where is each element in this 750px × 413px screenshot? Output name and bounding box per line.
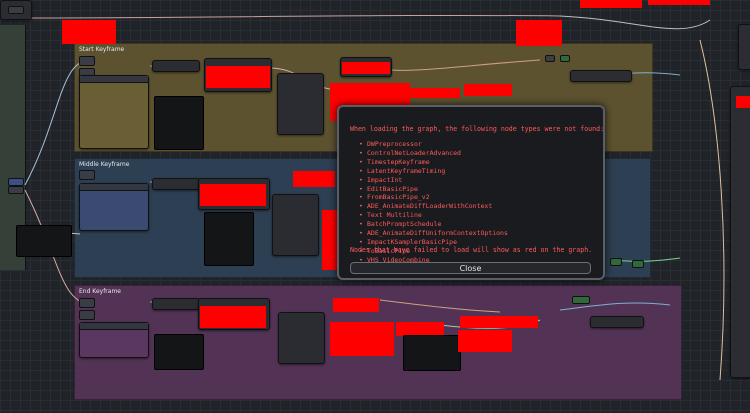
int-node[interactable] [79, 298, 95, 308]
missing-node-type: ADE_AnimateDiffUniformContextOptions [359, 229, 508, 238]
upscale-image-node[interactable] [152, 60, 200, 72]
note-node[interactable] [154, 334, 204, 370]
missing-node[interactable] [200, 306, 266, 328]
missing-node-type: ImpactKSamplerBasicPipe [359, 238, 508, 247]
apply-controlnet-node[interactable] [570, 70, 632, 82]
load-image-node[interactable] [79, 183, 149, 231]
missing-node[interactable] [206, 66, 270, 88]
int-node[interactable] [79, 56, 95, 66]
note-node[interactable] [403, 335, 461, 371]
missing-node[interactable] [293, 171, 335, 187]
missing-node[interactable] [330, 322, 394, 356]
note-node[interactable] [16, 225, 72, 257]
preview-image-node[interactable] [277, 73, 324, 135]
missing-node[interactable] [464, 84, 512, 96]
reroute[interactable] [632, 260, 644, 268]
preview-image-node[interactable] [272, 194, 319, 256]
group-title: Middle Keyframe [79, 161, 130, 168]
missing-node-type: ControlNetLoaderAdvanced [359, 149, 508, 158]
missing-node[interactable] [333, 298, 379, 312]
dialog-footer: Nodes that have failed to load will show… [350, 246, 593, 254]
reroute[interactable] [545, 55, 555, 62]
preview-image-node[interactable] [278, 312, 325, 364]
right-node[interactable] [738, 24, 750, 70]
close-button[interactable]: Close [350, 262, 591, 274]
missing-node-type: FromBasicPipe_v2 [359, 193, 508, 202]
reroute[interactable] [610, 258, 622, 266]
missing-nodes-dialog: When loading the graph, the following no… [337, 105, 605, 280]
missing-node[interactable] [200, 184, 266, 206]
missing-node-type: DWPreprocessor [359, 140, 508, 149]
int-node[interactable] [79, 170, 95, 180]
missing-node-list: DWPreprocessor ControlNetLoaderAdvanced … [359, 140, 508, 265]
missing-node[interactable] [648, 0, 710, 5]
missing-node[interactable] [410, 88, 460, 98]
reroute[interactable] [560, 55, 570, 62]
missing-node-type: ToBasicPipe [359, 247, 508, 256]
missing-node-type: TimestepKeyframe [359, 158, 508, 167]
note-node[interactable] [154, 96, 204, 150]
apply-controlnet-node[interactable] [590, 316, 644, 328]
reroute[interactable] [572, 296, 590, 304]
missing-node[interactable] [516, 20, 562, 46]
reroute[interactable] [8, 6, 24, 14]
missing-node[interactable] [458, 330, 512, 352]
missing-node-type: BatchPromptSchedule [359, 220, 508, 229]
note-node[interactable] [204, 212, 254, 266]
missing-node-type: VHS_VideoCombine [359, 256, 508, 265]
load-image-node[interactable] [79, 75, 149, 149]
missing-node[interactable] [460, 316, 538, 328]
missing-node[interactable] [396, 322, 444, 336]
group-title: Start Keyframe [79, 46, 125, 53]
upscale-image-node[interactable] [152, 298, 200, 310]
reroute[interactable] [8, 186, 24, 194]
missing-node[interactable] [62, 20, 116, 44]
dialog-heading: When loading the graph, the following no… [350, 125, 605, 133]
upscale-image-node[interactable] [152, 178, 200, 190]
missing-node-type: EditBasicPipe [359, 185, 508, 194]
right-node[interactable] [730, 86, 750, 378]
missing-node-type: LatentKeyframeTiming [359, 167, 508, 176]
missing-node-type: ImpactInt [359, 176, 508, 185]
missing-node[interactable] [322, 210, 338, 270]
missing-node[interactable] [736, 96, 750, 108]
group-title: End Keyframe [79, 288, 121, 295]
load-image-node[interactable] [79, 322, 149, 358]
missing-node-type: ADE_AnimateDiffLoaderWithContext [359, 202, 508, 211]
int-node[interactable] [79, 310, 95, 320]
missing-node[interactable] [580, 0, 642, 8]
missing-node[interactable] [342, 62, 390, 74]
missing-node-type: Text Multiline [359, 211, 508, 220]
reroute[interactable] [8, 178, 24, 186]
